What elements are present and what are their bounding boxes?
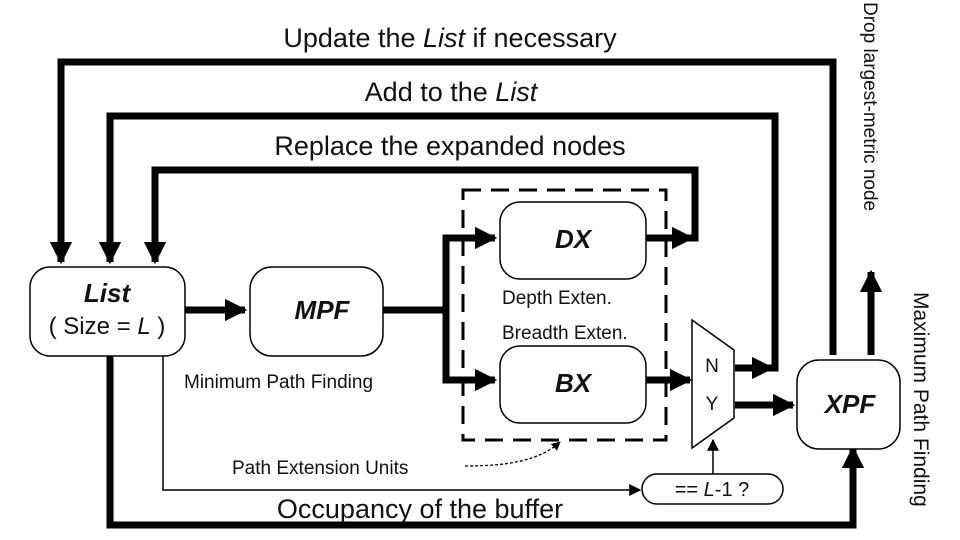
mux-input-n: N — [705, 356, 719, 377]
mux-input-y: Y — [706, 394, 719, 415]
mpf-to-dx-arrow — [382, 226, 498, 314]
drop-node-label: Drop largest-metric node — [859, 2, 880, 211]
list-block-title: List — [84, 278, 132, 308]
update-list-feedback-line — [49, 58, 837, 355]
mpf-to-bx-arrow — [442, 310, 498, 392]
xpf-block: XPF — [796, 359, 901, 450]
compare-label: == L-1 ? — [675, 479, 750, 501]
compare-block: == L-1 ? — [641, 473, 784, 505]
mpf-caption: Minimum Path Finding — [184, 372, 373, 393]
bx-block-title: BX — [555, 368, 593, 398]
group-pointer-arrow — [464, 441, 561, 467]
add-to-list-label: Add to the List — [365, 77, 539, 107]
mpf-block: MPF — [249, 266, 384, 357]
update-list-label: Update the List if necessary — [283, 23, 617, 53]
path-extension-units-group — [461, 188, 668, 442]
dx-block: DX — [499, 201, 647, 280]
path-extension-units-label: Path Extension Units — [232, 458, 408, 479]
xpf-caption: Maximum Path Finding — [909, 292, 932, 507]
dx-block-title: DX — [555, 224, 593, 254]
occupancy-line — [162, 355, 642, 496]
bx-caption: Breadth Exten. — [502, 323, 628, 344]
list-size-label: ( Size = L ) — [49, 313, 166, 340]
xpf-block-title: XPF — [823, 389, 877, 419]
mux-block: N Y — [691, 318, 735, 450]
occupancy-label: Occupancy of the buffer — [277, 494, 563, 524]
list-to-xpf-bottom-line — [106, 355, 865, 529]
list-block: List ( Size = L ) — [29, 266, 186, 357]
dx-caption: Depth Exten. — [502, 288, 612, 309]
mpf-block-title: MPF — [295, 295, 351, 325]
bx-block: BX — [499, 345, 647, 424]
replace-nodes-label: Replace the expanded nodes — [274, 131, 625, 161]
